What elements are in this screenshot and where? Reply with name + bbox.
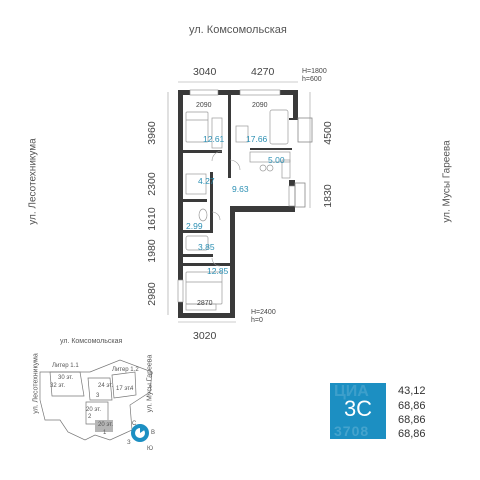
wall-inner-h4	[182, 254, 213, 257]
badge-watermark-top: ЦИА	[334, 383, 369, 400]
area-value-4: 68,86	[398, 428, 426, 440]
street-top: ул. Комсомольская	[189, 24, 287, 36]
wall-inner-h1	[182, 150, 222, 153]
compass-west: З	[127, 440, 131, 446]
minimap-label-20b: 20 эт.	[98, 422, 114, 428]
minimap-street-right: ул. Мусы Гареева	[146, 354, 154, 413]
wall-inner-v1	[228, 94, 231, 178]
minimap-label-liter-11: Литер 1.1	[52, 363, 79, 369]
room-2-area: 17.66	[246, 134, 268, 144]
bathroom-area: 2.99	[186, 221, 203, 231]
wall-right-balcony	[289, 118, 298, 120]
minimap-street-left: ул. Лесотехникума	[32, 353, 40, 414]
room-1-area: 12.61	[203, 134, 225, 144]
room-3-area: 12.85	[207, 266, 229, 276]
window-1	[189, 89, 219, 96]
wall-top	[178, 90, 298, 95]
minimap-label-1: 1	[103, 430, 107, 436]
minimap-label-17: 17 эт.	[116, 386, 132, 392]
compass-pointer	[140, 426, 146, 433]
minimap-label-32: 32 эт.	[50, 383, 66, 389]
wall-notch-h	[232, 206, 292, 212]
wall-inner-h5	[182, 263, 232, 266]
compass-north: С	[132, 421, 137, 427]
wardrobe-area: 3.85	[198, 242, 215, 252]
area-value-1: 43,12	[398, 385, 426, 397]
wall-right-upper	[293, 90, 298, 118]
minimap-street-top: ул. Комсомольская	[60, 338, 123, 345]
room-3-width: 2870	[197, 300, 213, 307]
balcony-lower	[294, 182, 306, 208]
window-4	[288, 185, 296, 207]
hall-closet	[185, 173, 207, 195]
compass-east: В	[151, 430, 156, 436]
wall-inner-h2	[182, 199, 207, 202]
wall-inner-v2	[210, 172, 213, 230]
room-1-width: 2090	[196, 102, 212, 109]
dim-top-left: 3040	[193, 66, 217, 78]
hall-area: 9.63	[232, 184, 249, 194]
door-arc-1	[211, 150, 223, 162]
balcony-upper	[297, 117, 313, 143]
toilet	[198, 208, 208, 222]
minimap-label-20a: 20 эт.	[86, 407, 102, 413]
area-value-3: 68,86	[398, 414, 426, 426]
compass-south: Ю	[147, 446, 154, 452]
fridge	[281, 159, 291, 179]
wall-inner-h3	[182, 230, 213, 233]
apartment-type-badge: ЦИА 3С 3708	[330, 383, 386, 439]
window-3	[177, 279, 184, 303]
room-2-width: 2090	[252, 102, 268, 109]
badge-watermark-bottom: 3708	[334, 423, 370, 439]
door-arc-4	[211, 257, 221, 267]
wall-left	[178, 90, 183, 318]
bed-1	[185, 111, 209, 143]
wardrobe-1	[211, 117, 223, 149]
kitchen-area: 5.00	[268, 155, 285, 165]
wall-kitchen	[250, 148, 292, 150]
minimap-label-24: 24 эт.	[98, 383, 114, 389]
area-value-2: 68,86	[398, 400, 426, 412]
wall-bottom	[178, 313, 235, 318]
minimap-highlight	[95, 420, 113, 432]
hall-small-area: 4.27	[198, 176, 215, 186]
door-arc-3	[211, 211, 221, 221]
minimap-label-2: 2	[88, 414, 92, 420]
shelf-3	[185, 303, 217, 311]
minimap-label-30: 30 эт.	[58, 375, 74, 381]
badge-code: 3С	[343, 396, 373, 421]
dim-bottom: 3020	[193, 330, 217, 342]
dim-top-right: 4270	[251, 66, 275, 78]
kitchen-counter	[249, 151, 291, 163]
minimap-label-3: 3	[96, 393, 100, 399]
minimap-label-liter-12: Литер 1.2	[112, 367, 139, 373]
minimap-label-4: 4	[130, 386, 134, 392]
stove	[259, 164, 267, 172]
sofa-2	[269, 109, 289, 145]
desk-2	[235, 125, 249, 143]
height-note-top: H=1800 h=600	[302, 68, 327, 83]
window-2	[239, 89, 281, 96]
bathtub	[185, 235, 209, 251]
wall-lower-right	[230, 206, 235, 318]
door-arc-2	[229, 159, 241, 171]
height-note-bottom: H=2400 h=0	[251, 309, 276, 324]
